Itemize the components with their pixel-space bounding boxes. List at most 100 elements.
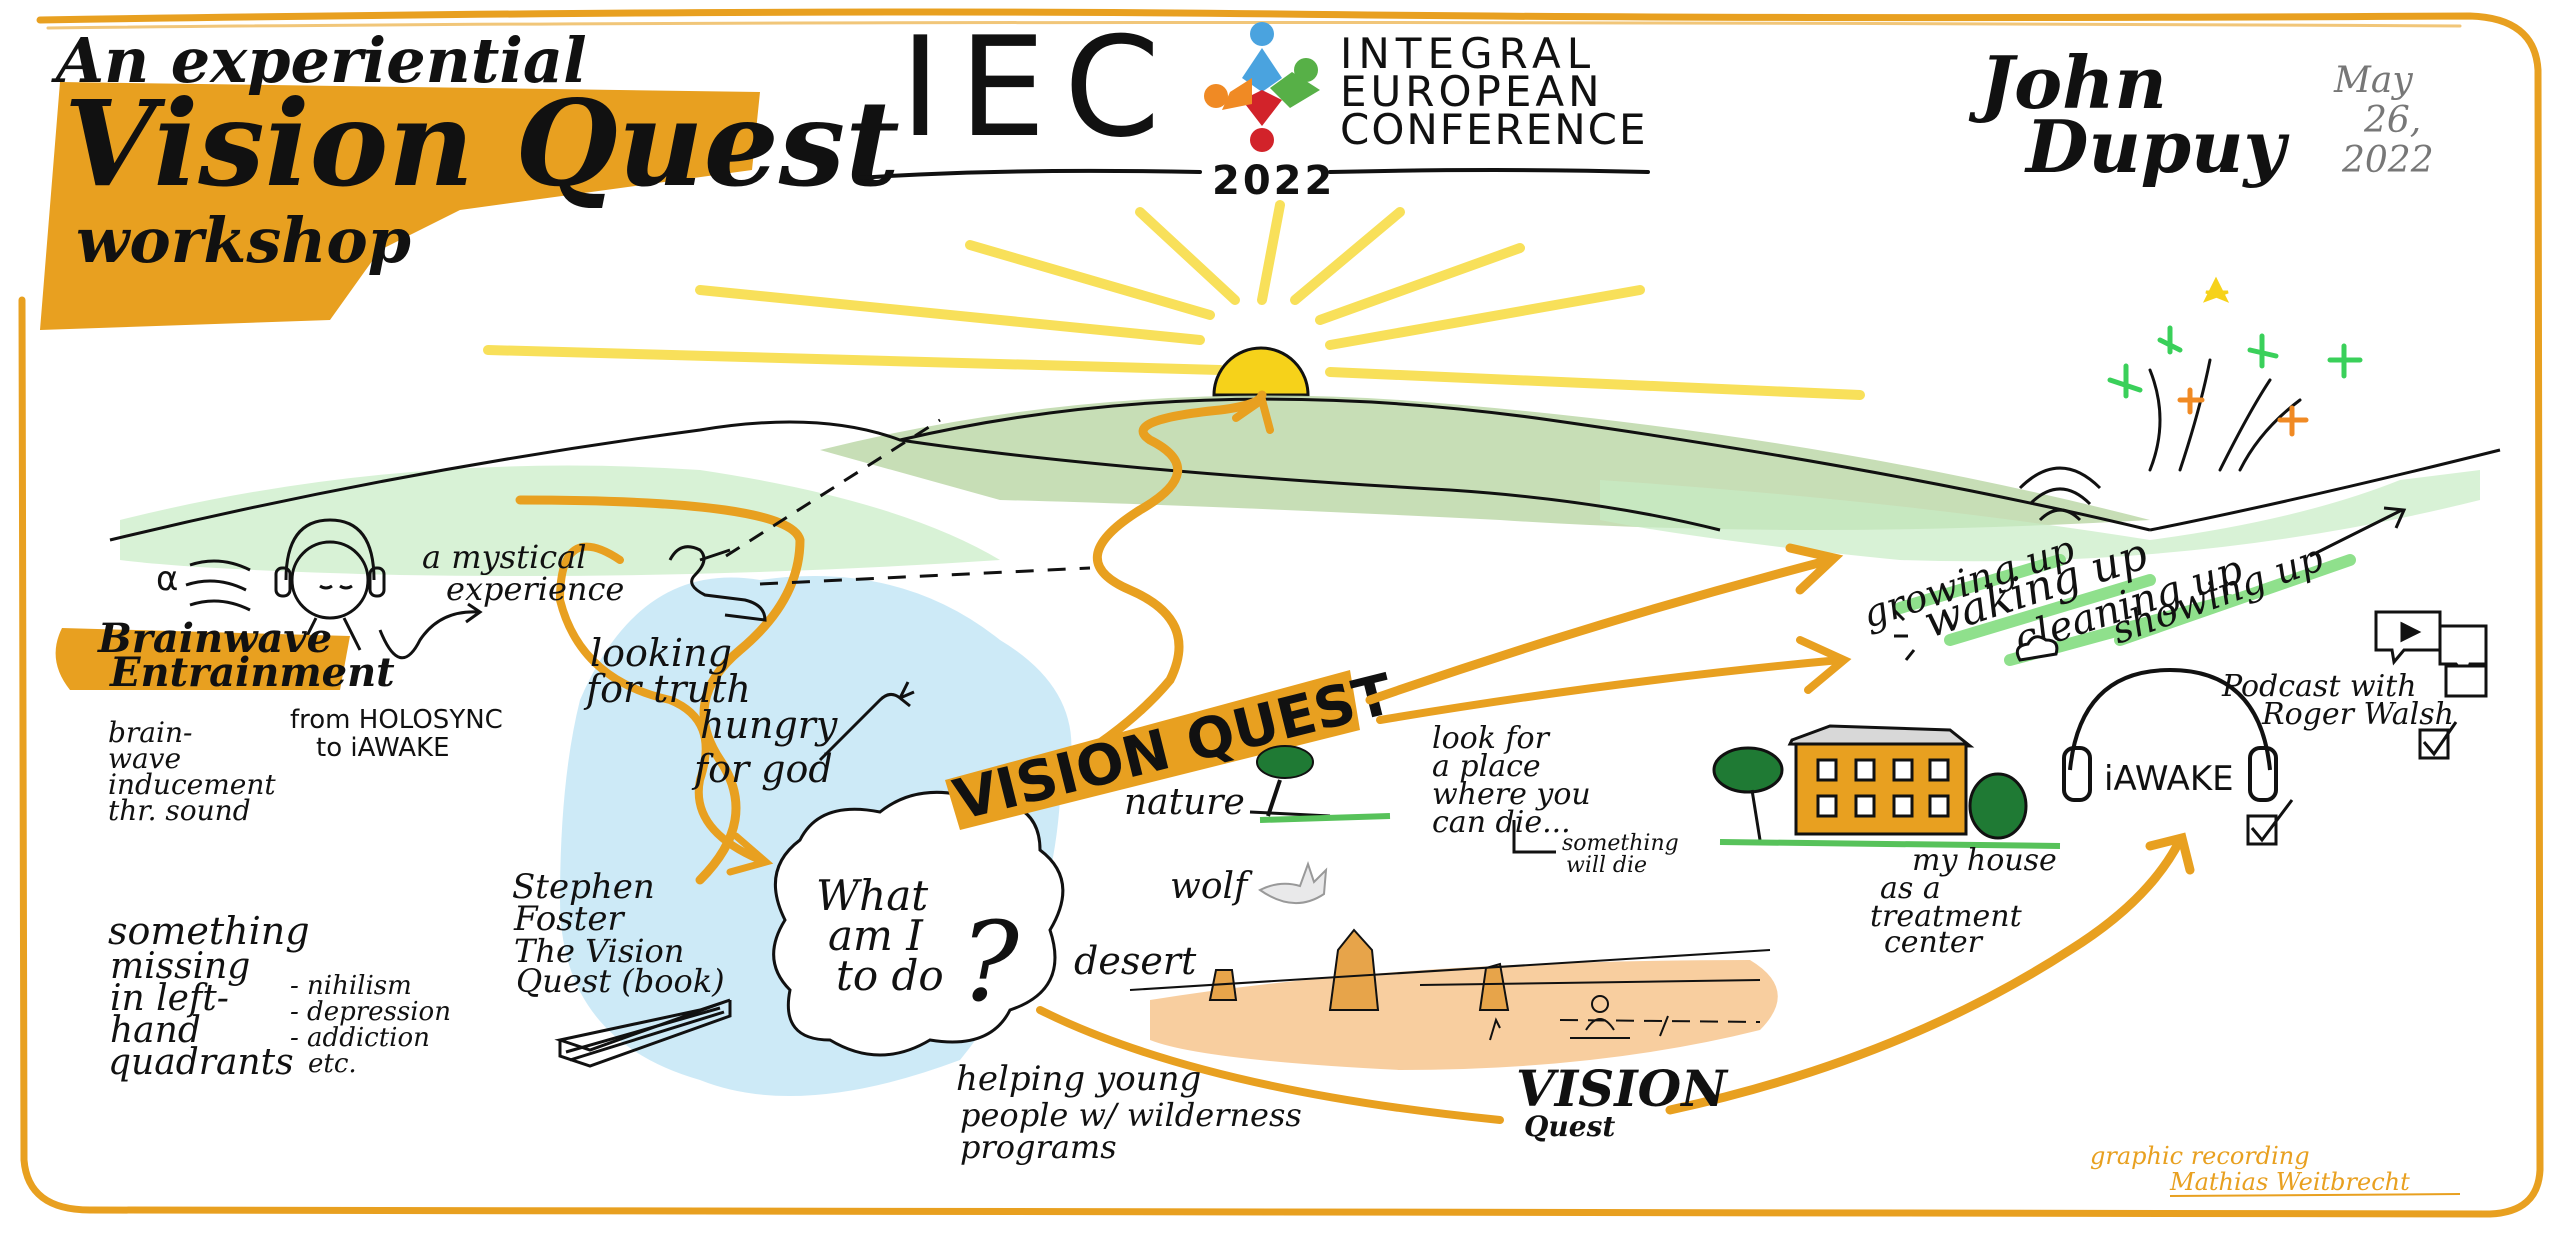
path-to-small-vq: [1036, 1006, 1504, 1124]
winding-path: [515, 390, 1267, 885]
meditating-figure-icon: [1489, 995, 1669, 1041]
holosync-line2: to iAWAKE: [316, 733, 450, 763]
credit-line1: graphic recording: [2090, 1142, 2310, 1170]
mystical-line1: a mystical: [422, 538, 586, 576]
nihilism-line3: - addiction: [290, 1023, 430, 1053]
willdie-line1: something: [1562, 831, 1679, 856]
whatdo-line3: to do: [836, 951, 944, 1000]
nihilism-line1: - nihilism: [290, 971, 412, 1001]
helping-line3: programs: [960, 1128, 1117, 1166]
vq-small-line2: Quest: [1524, 1110, 1615, 1143]
brainwave-desc-3: inducement: [108, 768, 276, 801]
hungry-line2: for god: [691, 747, 833, 791]
brainwave-desc-1: brain-: [108, 716, 192, 749]
dashed-sightline-2: [759, 566, 1091, 586]
house-line3: treatment: [1870, 899, 2023, 934]
missing-line5: quadrants: [108, 1042, 294, 1083]
title-highlight: [40, 82, 760, 330]
speaker-line2: Dupuy: [2024, 104, 2289, 189]
wolf-icon: [1258, 860, 1328, 905]
house-line1: my house: [1912, 843, 2057, 878]
brainwave-desc-2: wave: [108, 742, 181, 775]
date-line1: May: [2333, 60, 2413, 101]
wolf-label: wolf: [1170, 866, 1253, 907]
sun-rays: [483, 200, 1865, 400]
headphones-icon: [2062, 667, 2278, 802]
path-to-cloud: [555, 542, 764, 864]
light-green-wash: [120, 465, 1000, 576]
foster-line4: Quest (book): [516, 962, 725, 1000]
lookplace-line4: can die...: [1432, 805, 1571, 840]
hungry-line1: hungry: [700, 703, 838, 747]
chat-bubbles-icon: [2374, 610, 2488, 698]
foster-line2: Foster: [513, 899, 625, 939]
orange-frame: [18, 8, 2544, 1218]
alpha-label: α: [156, 559, 178, 599]
helping-line2: people w/ wilderness: [960, 1096, 1302, 1134]
nihilism-line4: etc.: [308, 1049, 357, 1079]
lookplace-line2: a place: [1432, 749, 1541, 784]
wifi-arcs-icon: [2018, 466, 2102, 522]
lookplace-connector: [1512, 820, 1556, 854]
arrow-to-growing: [1365, 543, 1844, 705]
date-line2: 26,: [2363, 100, 2421, 141]
title-block: An experiential Vision Quest workshop: [40, 24, 900, 330]
title-line1: An experiential: [51, 24, 587, 97]
house-line4: center: [1884, 925, 1984, 960]
checkbox-icon-2: [2246, 799, 2294, 846]
missing-line2: missing: [110, 946, 250, 987]
looking-line1: looking: [590, 631, 732, 675]
growing-arrow: [2309, 506, 2407, 558]
date-line3: 2022: [2341, 140, 2434, 181]
cleaning-cloud-icon: [2015, 635, 2059, 662]
lookplace-line1: look for: [1432, 721, 1551, 756]
logo-name-line2: EUROPEAN: [1340, 67, 1604, 116]
reaching-figure-icon: [668, 545, 767, 622]
logo-name-line3: CONFERENCE: [1340, 105, 1648, 154]
mystical-arrow: [378, 602, 483, 660]
hill-outlines: [109, 397, 2501, 542]
helping-line1: helping young: [956, 1059, 1201, 1099]
logo-underline: [856, 168, 1650, 180]
willdie-line2: will die: [1566, 853, 1647, 878]
missing-line4: hand: [110, 1010, 201, 1051]
raised-hand-icon: [818, 681, 915, 762]
sun-icon: [1212, 346, 1310, 397]
logo-mark-icon: [1204, 22, 1320, 152]
logo-name-line1: INTEGRAL: [1340, 29, 1596, 78]
title-line3: workshop: [76, 204, 411, 277]
brainwave-title-line2: Entrainment: [109, 649, 395, 696]
light-green-wash-right: [1600, 470, 2480, 562]
foster-line3: The Vision: [514, 932, 684, 970]
speaker-line1: John: [1968, 40, 2167, 125]
logo-letters: IEC: [900, 7, 1178, 168]
iawake-label: iAWAKE: [2104, 759, 2234, 799]
missing-line3: in left-: [110, 978, 229, 1019]
headphone-person-icon: [185, 518, 386, 651]
hill-green-fill: [820, 395, 2150, 530]
whatdo-line2: am I: [828, 911, 924, 960]
nature-label: nature: [1124, 782, 1245, 823]
podcast-line2: Roger Walsh: [2261, 697, 2454, 732]
desert-label: desert: [1074, 939, 1197, 983]
house-icon: [1712, 724, 2061, 849]
waking-burst-icon: [1892, 608, 1916, 661]
mystical-line2: experience: [446, 570, 624, 608]
banner-highlight: [945, 670, 1360, 830]
path-arrowhead-top: [1232, 393, 1274, 434]
dashed-sightline-1: [725, 418, 941, 558]
missing-line1: something: [108, 909, 310, 953]
fireworks-icon: [2107, 276, 2363, 472]
brainwave-desc-4: thr. sound: [108, 794, 251, 827]
lookplace-line3: where you: [1432, 777, 1591, 812]
foster-line1: Stephen: [512, 867, 655, 907]
arrow-to-waking: [1376, 636, 1852, 724]
logo-year: 2022: [1212, 158, 1335, 204]
brainwave-highlight: [55, 628, 350, 690]
nihilism-line2: - depression: [290, 997, 451, 1027]
looking-line2: for truth: [583, 667, 751, 711]
credit-line2: Mathias Weitbrecht: [2169, 1168, 2410, 1196]
house-line2: as a: [1880, 871, 1941, 906]
brainwave-title-line1: Brainwave: [97, 615, 332, 662]
